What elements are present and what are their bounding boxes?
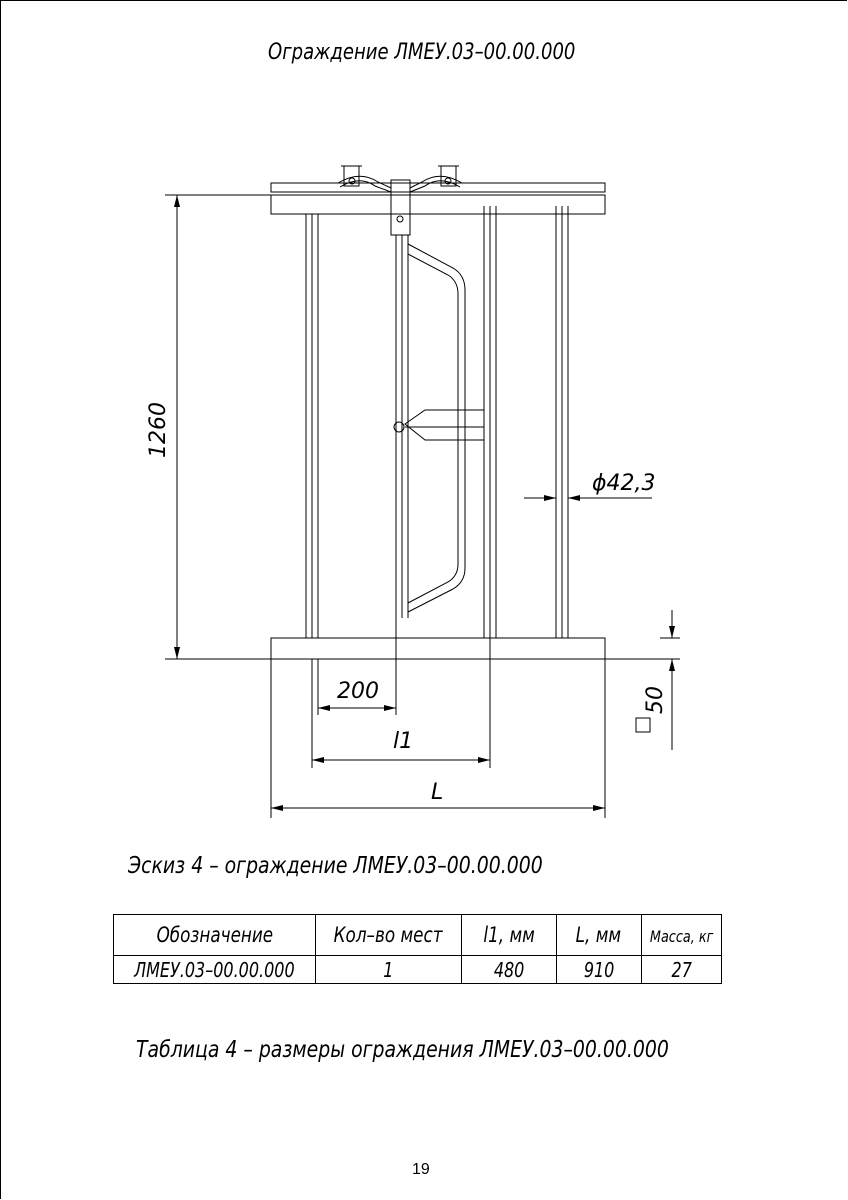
square-section-symbol <box>635 717 651 733</box>
dim-50-label: 50 <box>643 686 668 714</box>
table-header-cell: Масса, кг <box>640 914 722 956</box>
table-cell: 27 <box>640 955 722 984</box>
page-number: 19 <box>412 1161 430 1178</box>
table-header-cell: Кол–во мест <box>314 914 462 956</box>
dim-l1-label: l1 <box>393 729 413 754</box>
sketch-caption: Эскиз 4 – ограждение ЛМЕУ.03–00.00.000 <box>128 853 543 879</box>
fence-structure <box>270 165 606 660</box>
dim-200-label: 200 <box>337 679 379 704</box>
top-hinge-hardware <box>337 165 463 193</box>
table-cell: 910 <box>555 955 642 984</box>
post-middle <box>483 206 497 638</box>
hinge-post <box>390 179 411 618</box>
table-header-cell: Обозначение <box>113 914 316 956</box>
dimension-texts: 1260 ϕ42,3 200 l1 L 50 <box>146 402 668 805</box>
table-cell: 1 <box>314 955 462 984</box>
top-plate <box>270 194 606 215</box>
latch-plate <box>404 409 485 441</box>
dim-1260-label: 1260 <box>146 402 171 458</box>
table-row: ЛМЕУ.03–00.00.000 1 480 910 27 <box>113 955 722 984</box>
post-right <box>555 206 569 638</box>
dimension-lines <box>165 194 680 818</box>
latch-ring <box>393 421 405 433</box>
page-title: Ограждение ЛМЕУ.03–00.00.000 <box>268 40 576 65</box>
dim-L-label: L <box>431 780 443 805</box>
door-frame-inner <box>407 253 459 604</box>
table-header-row: Обозначение Кол–во мест l1, мм L, мм Мас… <box>113 914 722 956</box>
table-cell: 480 <box>460 955 557 984</box>
table-header-cell: l1, мм <box>460 914 557 956</box>
dim-diameter-label: ϕ42,3 <box>592 471 656 496</box>
door-frame-outer <box>407 243 466 613</box>
base-plate <box>270 637 606 660</box>
dimensions-table: Обозначение Кол–во мест l1, мм L, мм Мас… <box>113 914 722 984</box>
post-left <box>305 214 319 638</box>
table-caption: Таблица 4 – размеры ограждения ЛМЕУ.03–0… <box>136 1037 669 1063</box>
table-cell: ЛМЕУ.03–00.00.000 <box>113 955 316 984</box>
table-header-cell: L, мм <box>555 914 642 956</box>
top-bar <box>270 182 606 193</box>
